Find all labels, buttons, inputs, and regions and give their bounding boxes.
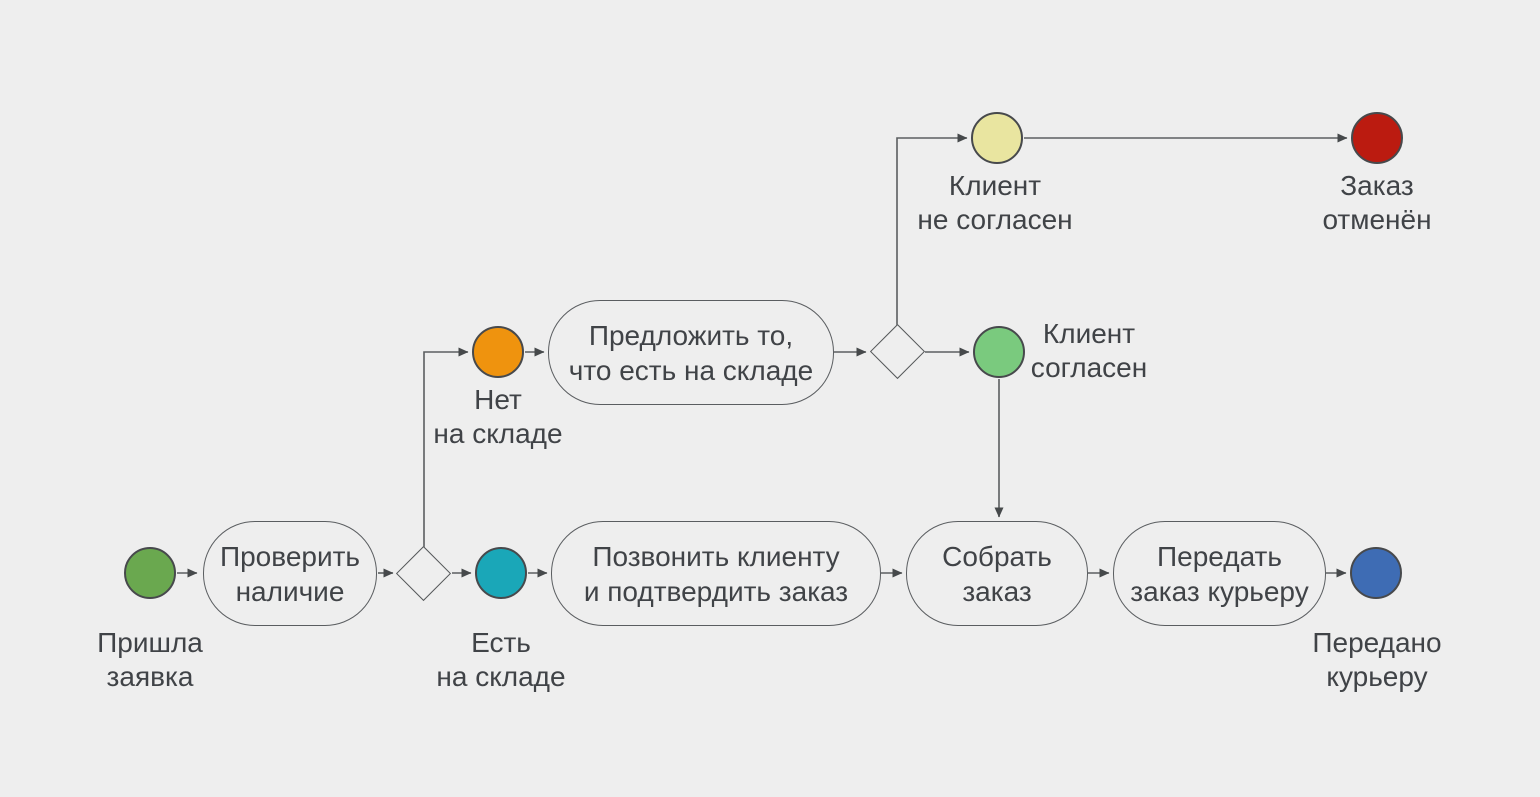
event-start-label: Пришла заявка <box>97 627 203 692</box>
task-call-client: Позвонить клиенту и подтвердить заказ <box>551 521 881 626</box>
event-order-cancelled-label: Заказ отменён <box>1322 170 1432 235</box>
task-offer-alternative-label: Предложить то, что есть на складе <box>568 319 814 386</box>
event-no-stock-circle <box>472 326 524 378</box>
event-client-disagree-label: Клиент не согласен <box>917 170 1073 235</box>
event-handed-to-courier-label: Передано курьеру <box>1312 627 1442 692</box>
event-client-disagree-circle <box>971 112 1023 164</box>
task-check-stock: Проверить наличие <box>203 521 377 626</box>
task-check-stock-label: Проверить наличие <box>219 540 361 607</box>
flow-gateway2-to-client-disagree <box>896 133 968 326</box>
event-start-circle <box>124 547 176 599</box>
event-client-agree-circle <box>973 326 1025 378</box>
task-offer-alternative: Предложить то, что есть на складе <box>548 300 834 405</box>
event-handed-to-courier-circle <box>1350 547 1402 599</box>
event-order-cancelled-circle <box>1351 112 1403 164</box>
event-in-stock-label: Есть на складе <box>436 627 566 692</box>
task-handover-order: Передать заказ курьеру <box>1113 521 1326 626</box>
event-no-stock-label: Нет на складе <box>433 384 563 449</box>
event-client-agree-label: Клиент согласен <box>1030 318 1148 383</box>
flow-gateway1-to-no-stock <box>423 347 469 548</box>
task-call-client-label: Позвонить клиенту и подтвердить заказ <box>583 540 849 607</box>
task-assemble-order: Собрать заказ <box>906 521 1088 626</box>
event-in-stock-circle <box>475 547 527 599</box>
task-assemble-order-label: Собрать заказ <box>942 540 1052 607</box>
task-handover-order-label: Передать заказ курьеру <box>1130 540 1309 607</box>
